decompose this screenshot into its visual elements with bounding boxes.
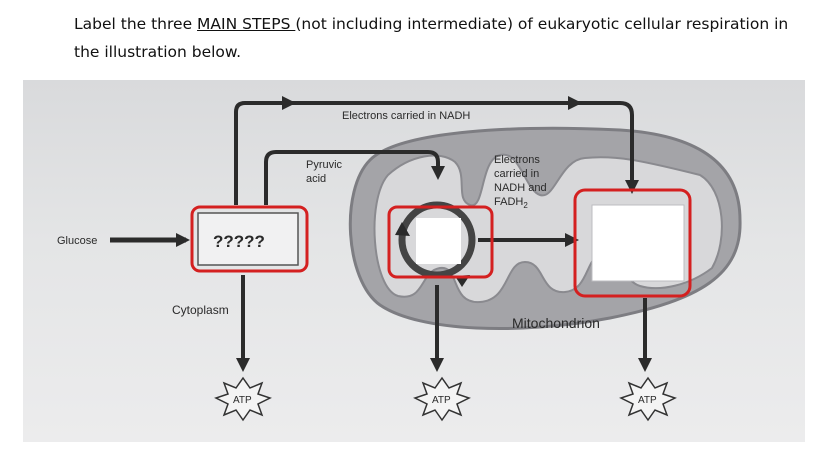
pyruvic-acid-label-line1: Pyruvic xyxy=(306,159,343,171)
step3-white-box xyxy=(591,204,685,282)
krebs-cycle-circle xyxy=(398,201,476,279)
atp-burst-2 xyxy=(413,376,471,422)
electrons-fadh-line1: Electrons xyxy=(494,154,540,166)
fadh-text: FADH xyxy=(494,196,523,208)
question-intro: Label the three xyxy=(74,15,198,33)
cycle-arrowhead-left xyxy=(395,222,410,236)
step1-question-marks: ????? xyxy=(213,232,265,251)
question-rest: (not including intermediate) of eukaryot… xyxy=(74,15,789,61)
atp-label-3: ATP xyxy=(638,395,657,406)
question-main-steps: MAIN STEPS xyxy=(197,15,296,33)
nadh-top-arrow-path xyxy=(234,101,639,205)
electrons-fadh-line4: FADH2 xyxy=(494,196,528,210)
atp-burst-1 xyxy=(214,376,272,422)
electrons-fadh-line3: NADH and xyxy=(494,182,547,194)
atp-burst-3 xyxy=(619,376,677,422)
pyruvic-acid-label-line2: acid xyxy=(306,173,326,185)
step1-highlight[interactable] xyxy=(190,205,309,273)
step2-highlight[interactable] xyxy=(387,205,494,279)
electrons-nadh-label: Electrons carried in NADH xyxy=(342,110,470,122)
cytoplasm-label: Cytoplasm xyxy=(172,303,229,317)
step3-highlight[interactable] xyxy=(573,188,692,298)
mitochondrion-label: Mitochondrion xyxy=(512,315,600,331)
glucose-label: Glucose xyxy=(57,235,97,247)
electrons-fadh-line2: carried in xyxy=(494,168,539,180)
atp-label-2: ATP xyxy=(432,395,451,406)
step2-white-box xyxy=(416,218,461,264)
question-text: Label the three MAIN STEPS (not includin… xyxy=(74,10,794,66)
atp-label-1: ATP xyxy=(233,395,252,406)
fadh-subscript: 2 xyxy=(523,201,528,210)
step1-white-box xyxy=(197,212,299,266)
pyruvic-acid-arrow xyxy=(264,150,445,205)
